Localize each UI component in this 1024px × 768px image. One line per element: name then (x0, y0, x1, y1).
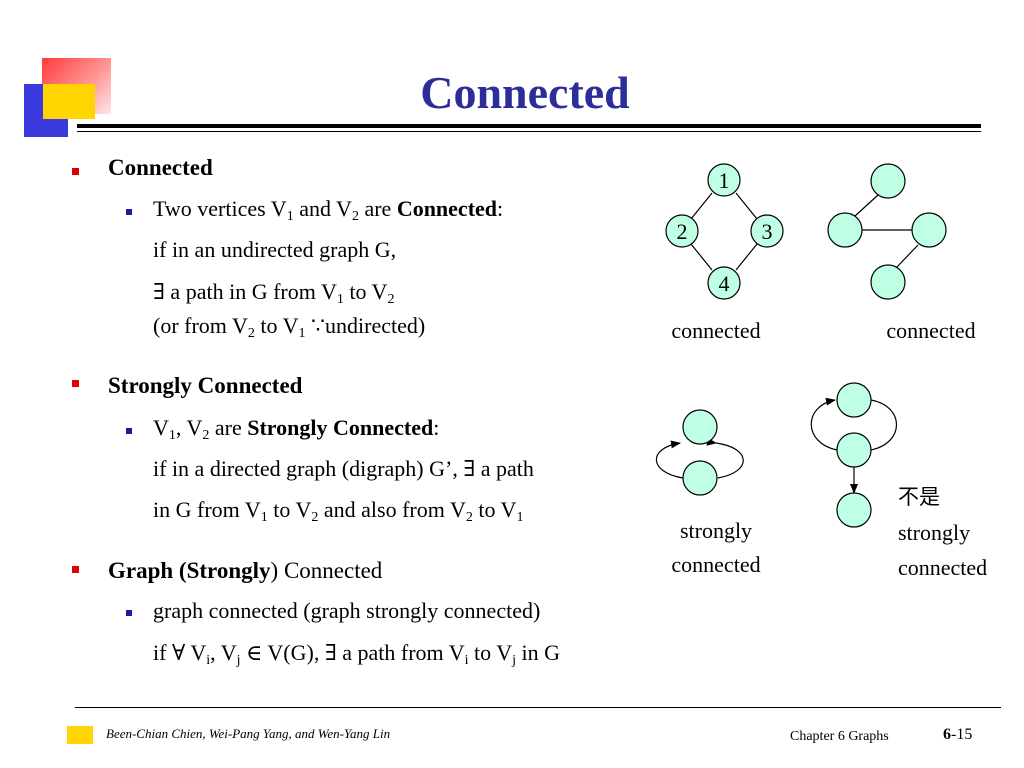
edge-3-4 (735, 243, 758, 271)
graph1-caption: connected (671, 318, 761, 343)
slide-title: Connected (420, 67, 630, 118)
graph3-node (682, 409, 718, 445)
def-graph-line2: if ∀ Vi, Vj ∈ V(G), ∃ a path from Vi to … (153, 640, 561, 668)
footer-chapter: Chapter 6 Graphs (790, 729, 889, 744)
title-rule-thick (77, 124, 981, 128)
graph4-digraph (810, 382, 897, 528)
decor-yellow-square (43, 84, 95, 119)
footer-authors: Been-Chian Chien, Wei-Pang Yang, and Wen… (106, 726, 391, 741)
edge-2-4 (690, 243, 713, 271)
graph1-node-label: 4 (719, 271, 730, 296)
graph1-node-label: 3 (762, 219, 773, 244)
graph3-node (682, 460, 718, 496)
def-strong-line1: V1, V2 are Strongly Connected: (153, 415, 440, 443)
graph1-node (707, 163, 741, 197)
footer-rule (75, 707, 1001, 708)
graph2-node (827, 212, 863, 248)
edge-1-2 (690, 192, 713, 220)
graph2-caption: connected (886, 318, 976, 343)
def-connected-line4: (or from V2 to V1 ∵undirected) (153, 313, 426, 341)
graph4-node (836, 382, 872, 418)
heading-graph-connected: Graph (Strongly) Connected (108, 558, 383, 583)
title-rule-thin (77, 131, 981, 132)
def-connected-line2: if in an undirected graph G, (153, 237, 397, 262)
arc-left (655, 440, 684, 479)
heading-connected: Connected (108, 155, 213, 180)
arc-right (706, 437, 744, 479)
graph2-undirected (827, 163, 947, 300)
footer-page-number: 6-15 (943, 726, 973, 743)
graph1-node (707, 266, 741, 300)
bullet-l2 (126, 610, 132, 616)
graph2-node (870, 163, 906, 199)
heading-strongly-connected: Strongly Connected (108, 373, 303, 398)
bullet-l2 (126, 428, 132, 434)
graph1-undirected: 1 2 3 4 (665, 163, 784, 300)
def-strong-line2: if in a directed graph (digraph) G’, ∃ a… (153, 456, 534, 481)
arc-right (861, 394, 897, 451)
graph1-node (750, 214, 784, 248)
bullet-l1 (72, 566, 79, 573)
graph2-node (870, 264, 906, 300)
graph4-node (836, 432, 872, 468)
def-strong-line3: in G from V1 to V2 and also from V2 to V… (153, 497, 524, 525)
graph3-digraph (655, 409, 744, 496)
footer-yellow-square (67, 726, 93, 744)
def-graph-line1: graph connected (graph strongly connecte… (153, 598, 541, 623)
graph1-node-label: 2 (677, 219, 688, 244)
graph4-node (836, 492, 872, 528)
edge (854, 194, 879, 217)
edge (895, 244, 919, 269)
graph1-node (665, 214, 699, 248)
graph1-node-label: 1 (719, 168, 730, 193)
def-connected-line1: Two vertices V1 and V2 are Connected: (153, 196, 504, 224)
bullet-l1 (72, 380, 79, 387)
edge-1-3 (735, 192, 758, 220)
graph2-node (911, 212, 947, 248)
bullet-l1 (72, 168, 79, 175)
arc-left (810, 397, 838, 451)
bullet-l2 (126, 209, 132, 215)
def-connected-line3: ∃ a path in G from V1 to V2 (153, 279, 395, 307)
